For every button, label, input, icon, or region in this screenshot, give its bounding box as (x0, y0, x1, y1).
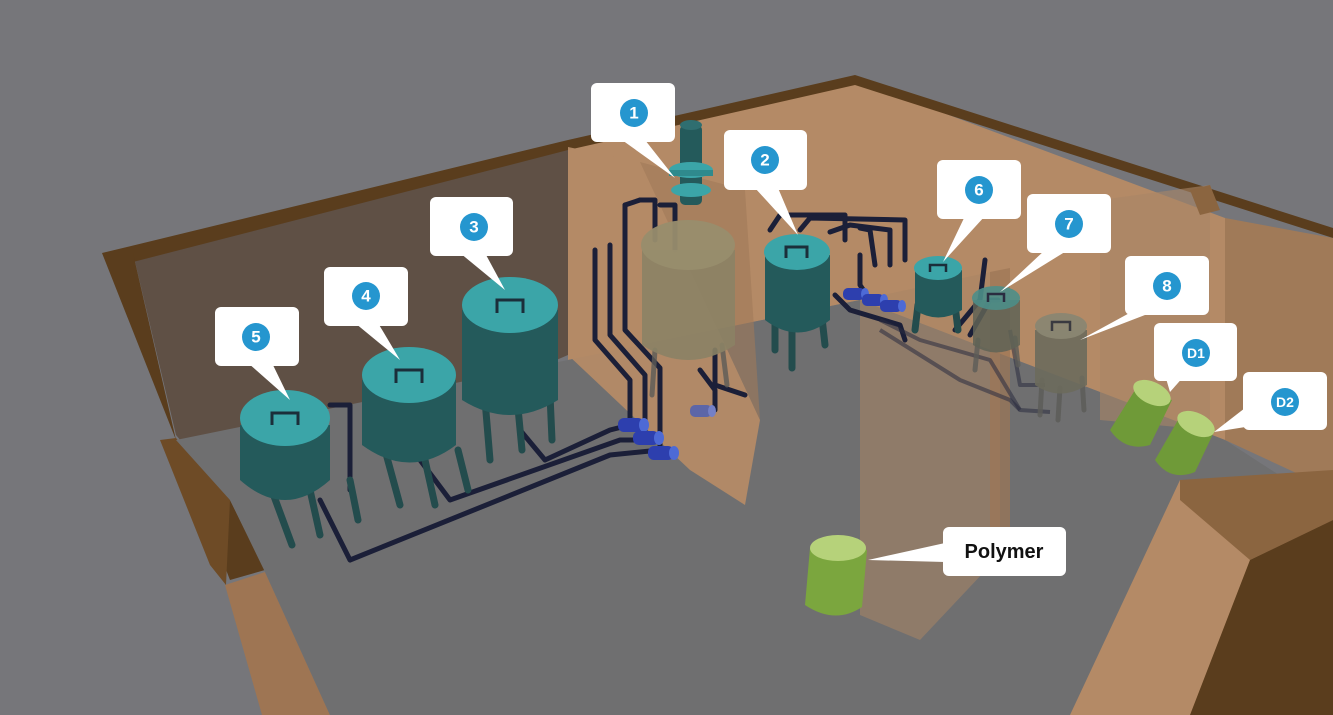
callout-8: 8 (1080, 256, 1209, 340)
pump-6 (880, 300, 906, 312)
callout-5: 5 (215, 307, 299, 400)
pump-7 (690, 405, 716, 417)
tank-8 (1035, 313, 1087, 423)
reactor-1 (641, 120, 735, 398)
tank-5 (240, 390, 362, 549)
callout-3-label: 3 (469, 218, 478, 237)
drum-d1 (1110, 379, 1172, 447)
callout-2: 2 (724, 130, 807, 235)
callouts: 1 2 3 4 5 (215, 83, 1327, 576)
callout-d2: D2 (1214, 372, 1327, 432)
callout-3: 3 (430, 197, 513, 290)
callout-1-label: 1 (629, 104, 638, 123)
callout-1: 1 (591, 83, 675, 178)
callout-5-label: 5 (251, 328, 260, 347)
callout-7-label: 7 (1064, 215, 1073, 234)
callout-2-label: 2 (760, 151, 769, 170)
pump-3 (648, 446, 679, 460)
callout-polymer-label: Polymer (965, 541, 1044, 563)
pump-1 (618, 418, 649, 432)
tank-6 (911, 256, 962, 334)
callout-4: 4 (324, 267, 408, 360)
tank-7 (972, 286, 1021, 373)
callout-6-label: 6 (974, 181, 983, 200)
pump-2 (633, 431, 664, 445)
tank-3 (462, 277, 558, 464)
callout-6: 6 (937, 160, 1021, 262)
callout-7: 7 (1000, 194, 1111, 292)
callout-d1: D1 (1154, 323, 1237, 392)
drum-d2 (1155, 410, 1215, 476)
pumps (618, 288, 906, 460)
callout-d1-label: D1 (1187, 345, 1205, 361)
callout-4-label: 4 (361, 287, 371, 306)
tank-4 (362, 347, 472, 509)
callout-polymer: Polymer (868, 527, 1066, 576)
callout-d2-label: D2 (1276, 394, 1294, 410)
callout-8-label: 8 (1162, 277, 1171, 296)
tank-2 (764, 234, 830, 372)
drum-polymer (805, 535, 867, 616)
